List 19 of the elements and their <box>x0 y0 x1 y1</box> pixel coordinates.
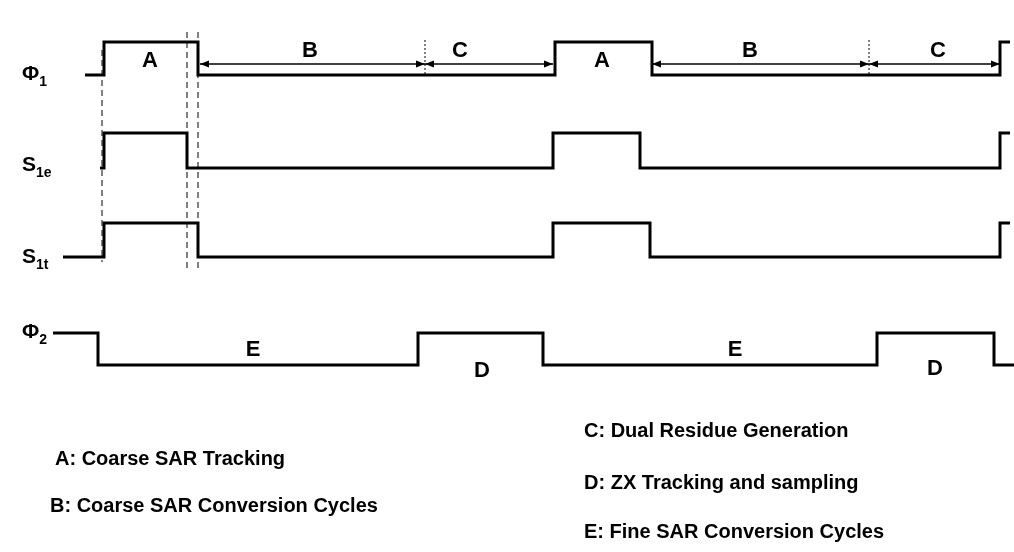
signal-name: Φ$_{1}$ <box>22 62 48 88</box>
signal-name: S$_{1t}$ <box>22 245 49 271</box>
phase-letter: C <box>452 39 468 61</box>
legend-note: A: Coarse SAR Tracking <box>55 448 286 468</box>
phase-letter: A <box>142 49 158 71</box>
phase-letter: E <box>245 338 261 360</box>
signal-name: Φ$_{2}$ <box>22 320 48 346</box>
legend-note: B: Coarse SAR Conversion Cycles <box>50 495 378 515</box>
phase-letter: E <box>727 338 743 360</box>
phase-letter: B <box>302 39 318 61</box>
signal-name: S$_{1e}$ <box>22 153 52 179</box>
phase-letter: D <box>927 357 943 379</box>
phase-letter: D <box>474 359 490 381</box>
phase-letter: A <box>594 49 610 71</box>
legend-note: C: Dual Residue Generation <box>584 420 849 440</box>
phase-letter: B <box>742 39 758 61</box>
legend-note: E: Fine SAR Conversion Cycles <box>584 521 885 541</box>
phase-letter: C <box>930 39 946 61</box>
legend-note: D: ZX Tracking and sampling <box>584 472 859 492</box>
